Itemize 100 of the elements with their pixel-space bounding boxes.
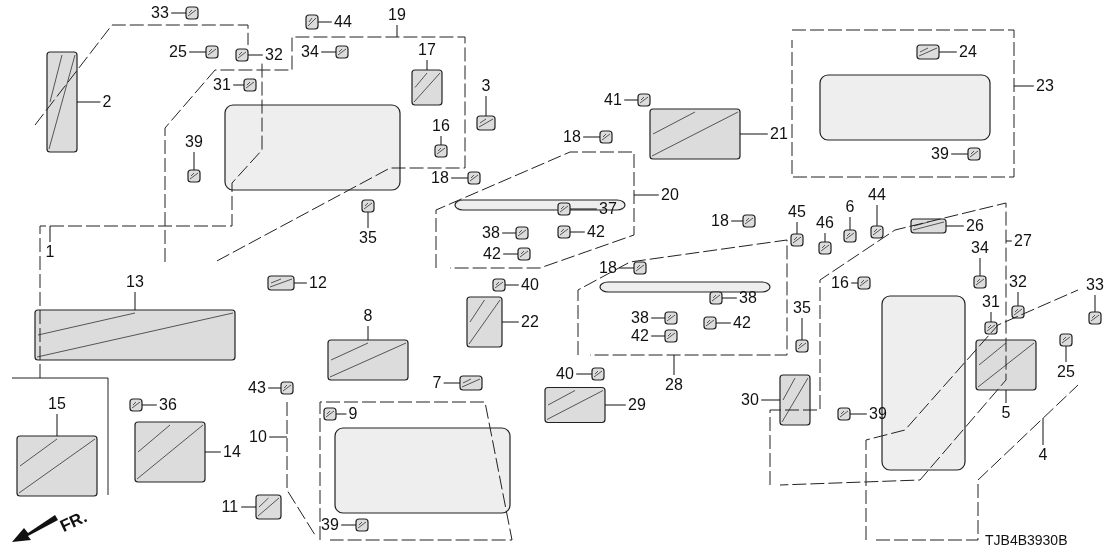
leader-line: [501, 321, 520, 323]
callout-number: 1: [44, 244, 56, 260]
assembly-bracket: [34, 24, 263, 379]
callout-number: 39: [184, 134, 204, 150]
callout-number: 32: [264, 47, 284, 63]
leader-line: [623, 99, 639, 101]
leader-line: [293, 282, 308, 284]
leader-line: [204, 451, 222, 453]
callout-number: 6: [844, 199, 856, 215]
leader-line: [443, 382, 461, 384]
part-drawing: [205, 45, 219, 59]
leader-line: [1065, 345, 1067, 363]
part-drawing: [591, 367, 605, 381]
leader-line: [502, 253, 519, 255]
leader-line: [990, 311, 992, 323]
callout-number: 31: [981, 294, 1001, 310]
leader-line: [1094, 294, 1096, 313]
leader-line: [1005, 240, 1013, 242]
callout-number: 10: [248, 429, 268, 445]
leader-line: [760, 399, 781, 401]
callout-number: 23: [1035, 78, 1055, 94]
leader-line: [721, 297, 738, 299]
callout-number: 38: [630, 310, 650, 326]
callout-number: 37: [598, 201, 618, 217]
callout-number: 18: [598, 260, 618, 276]
leader-line: [317, 21, 333, 23]
part-drawing: [492, 278, 506, 292]
callout-number: 11: [220, 499, 240, 515]
leader-line: [849, 216, 851, 231]
callout-number: 46: [815, 215, 835, 231]
leader-line: [1042, 417, 1044, 446]
part-drawing: [742, 214, 756, 228]
callout-number: 8: [362, 308, 374, 324]
callout-number: 42: [482, 246, 502, 262]
callout-number: 12: [308, 275, 328, 291]
callout-number: 19: [387, 7, 407, 23]
leader-line: [715, 322, 732, 324]
leader-line: [49, 225, 51, 243]
part-drawing: [243, 78, 257, 92]
part-drawing: [129, 398, 143, 412]
callout-number: 18: [710, 213, 730, 229]
part-drawing: [280, 381, 294, 395]
callout-number: 7: [431, 375, 443, 391]
callout-number: 17: [417, 42, 437, 58]
leader-line: [367, 211, 369, 229]
callout-number: 40: [555, 366, 575, 382]
leader-line: [450, 177, 469, 179]
callout-number: 3: [480, 78, 492, 94]
callout-number: 38: [738, 290, 758, 306]
callout-number: 2: [101, 94, 113, 110]
callout-number: 34: [300, 44, 320, 60]
part-drawing: [185, 6, 199, 20]
leader-line: [618, 267, 635, 269]
part-drawing: [327, 339, 409, 381]
leader-line: [850, 282, 859, 284]
part-drawing: [235, 48, 249, 62]
callout-number: 41: [603, 92, 623, 108]
leader-line: [569, 231, 586, 233]
leader-line: [801, 317, 803, 341]
callout-number: 44: [867, 187, 887, 203]
part-drawing: [1088, 311, 1102, 325]
callout-number: 30: [740, 392, 760, 408]
leader-line: [876, 204, 878, 227]
callout-number: 28: [664, 377, 684, 393]
leader-line: [938, 51, 958, 53]
callout-number: 33: [1085, 277, 1105, 293]
callout-number: 35: [792, 300, 812, 316]
leader-line: [979, 257, 981, 277]
leader-line: [650, 317, 666, 319]
callout-number: 35: [358, 230, 378, 246]
callout-number: 29: [627, 397, 647, 413]
leader-line: [134, 291, 136, 311]
assembly-bracket: [791, 29, 1015, 178]
leader-line: [267, 387, 282, 389]
assembly-bracket: [577, 239, 788, 356]
callout-number: 16: [830, 275, 850, 291]
part-drawing: [649, 108, 741, 160]
leader-line: [247, 54, 264, 56]
callout-number: 20: [660, 187, 680, 203]
callout-number: 33: [150, 5, 170, 21]
leader-line: [340, 524, 357, 526]
part-drawing: [187, 169, 201, 183]
callout-number: 5: [1000, 405, 1012, 421]
callout-number: 43: [247, 380, 267, 396]
callout-number: 9: [347, 406, 359, 422]
part-drawing: [466, 296, 503, 348]
assembly-bracket: [164, 36, 466, 263]
part-drawing: [637, 93, 651, 107]
callout-number: 15: [47, 396, 67, 412]
part-drawing: [984, 321, 998, 335]
callout-number: 26: [965, 218, 985, 234]
leader-line: [141, 404, 158, 406]
leader-line: [56, 413, 58, 437]
leader-line: [501, 232, 517, 234]
callout-number: 22: [520, 314, 540, 330]
callout-number: 42: [732, 315, 752, 331]
assembly-bracket: [286, 401, 513, 541]
callout-number: 42: [586, 224, 606, 240]
callout-number: 39: [320, 517, 340, 533]
leader-line: [240, 506, 257, 508]
